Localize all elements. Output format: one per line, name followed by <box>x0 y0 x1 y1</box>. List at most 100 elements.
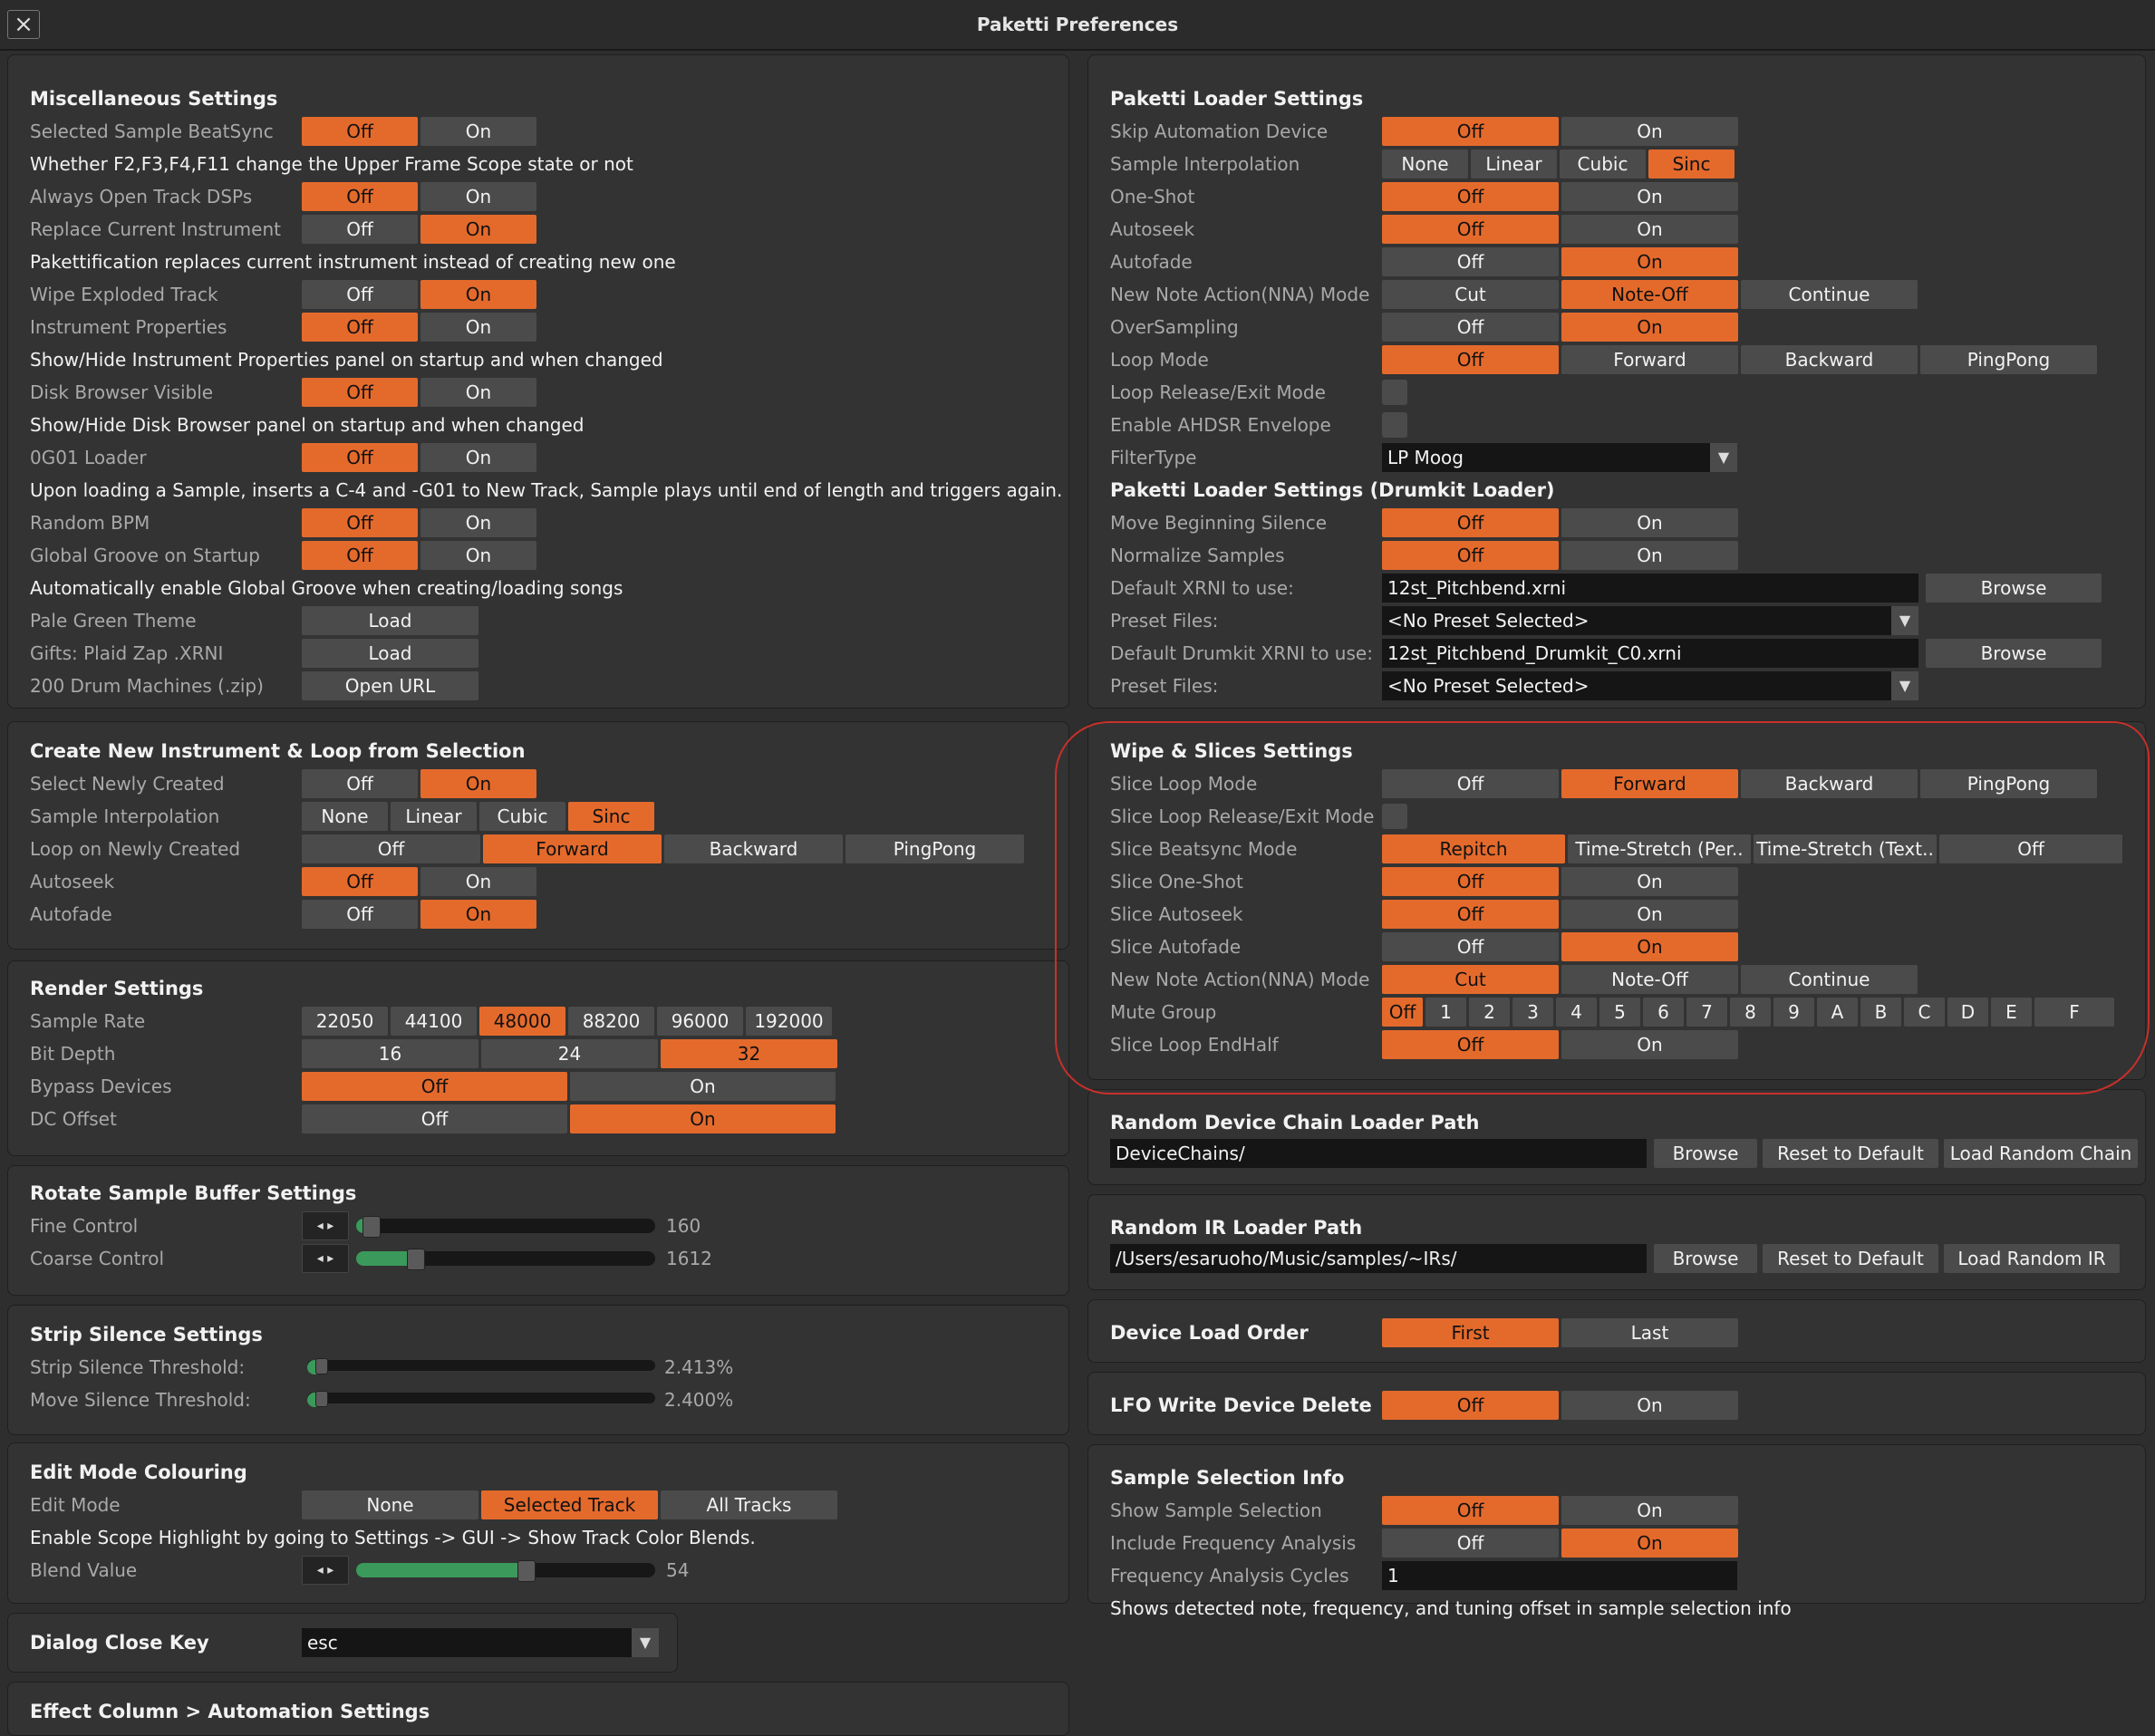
segment-option[interactable]: C <box>1904 998 1945 1027</box>
device-chain-path-field[interactable]: DeviceChains/ <box>1110 1139 1647 1168</box>
segment-option[interactable]: On <box>1561 508 1738 537</box>
segment-option[interactable]: On <box>1561 541 1738 570</box>
segment-option[interactable]: 5 <box>1599 998 1640 1027</box>
slider-knob[interactable] <box>362 1216 381 1238</box>
segment-option[interactable]: Off <box>1939 834 2122 863</box>
segment-option[interactable]: Off <box>1382 313 1559 342</box>
segment-option[interactable]: PingPong <box>1920 345 2097 374</box>
segment-option[interactable]: Off <box>302 1104 567 1133</box>
slider-knob[interactable] <box>407 1249 426 1270</box>
load-random-ir-button[interactable]: Load Random IR <box>1944 1244 2120 1273</box>
browse-button[interactable]: Browse <box>1926 574 2102 603</box>
segment-option[interactable]: D <box>1947 998 1988 1027</box>
filter-type-dropdown[interactable]: LP Moog▼ <box>1382 443 1737 472</box>
segment-option[interactable]: 9 <box>1773 998 1814 1027</box>
segment-option[interactable]: Off <box>302 117 418 146</box>
segment-option[interactable]: 22050 <box>302 1007 388 1036</box>
segment-option[interactable]: Off <box>302 769 418 798</box>
segment-option[interactable]: Note-Off <box>1561 965 1738 994</box>
segment-option[interactable]: On <box>1561 932 1738 961</box>
segment-option[interactable]: Repitch <box>1382 834 1565 863</box>
segment-option[interactable]: Off <box>1382 998 1423 1027</box>
segment-option[interactable]: Off <box>1382 932 1559 961</box>
coarse-control-slider[interactable] <box>356 1249 655 1270</box>
segment-option[interactable]: Sinc <box>1648 149 1735 178</box>
segment-option[interactable]: 6 <box>1643 998 1684 1027</box>
segment-option[interactable]: Off <box>1382 1030 1559 1059</box>
segment-option[interactable]: Backward <box>664 834 843 863</box>
segment-option[interactable]: 96000 <box>657 1007 743 1036</box>
segment-option[interactable]: 32 <box>661 1039 837 1068</box>
fine-control-slider[interactable] <box>356 1216 655 1238</box>
segment-option[interactable]: A <box>1817 998 1858 1027</box>
chevron-down-icon[interactable]: ▼ <box>632 1628 659 1657</box>
segment-option[interactable]: PingPong <box>1920 769 2097 798</box>
segment-option[interactable]: Off <box>302 280 418 309</box>
segment-option[interactable]: On <box>1561 1496 1738 1525</box>
segment-option[interactable]: 88200 <box>568 1007 654 1036</box>
chevron-down-icon[interactable]: ▼ <box>1891 606 1918 635</box>
browse-button[interactable]: Browse <box>1926 639 2102 668</box>
segment-option[interactable]: On <box>1561 117 1738 146</box>
segment-option[interactable]: Off <box>1382 1496 1559 1525</box>
segment-option[interactable]: Off <box>302 443 418 472</box>
chevron-down-icon[interactable]: ▼ <box>1710 443 1737 472</box>
move-threshold-slider[interactable] <box>307 1391 655 1407</box>
segment-option[interactable]: Backward <box>1741 769 1918 798</box>
segment-option[interactable]: On <box>420 541 536 570</box>
segment-option[interactable]: F <box>2034 998 2114 1027</box>
segment-option[interactable]: On <box>420 443 536 472</box>
browse-button[interactable]: Browse <box>1654 1139 1757 1168</box>
close-icon[interactable]: × <box>7 10 40 39</box>
segment-option[interactable]: On <box>420 182 536 211</box>
segment-option[interactable]: Off <box>1382 508 1559 537</box>
segment-option[interactable]: Off <box>1382 182 1559 211</box>
segment-option[interactable]: Off <box>302 900 418 929</box>
segment-option[interactable]: 1 <box>1425 998 1466 1027</box>
segment-option[interactable]: On <box>420 117 536 146</box>
segment-option[interactable]: None <box>302 1490 478 1519</box>
ir-path-field[interactable]: /Users/esaruoho/Music/samples/~IRs/ <box>1110 1244 1647 1273</box>
segment-option[interactable]: Time-Stretch (Text.. <box>1754 834 1937 863</box>
segment-option[interactable]: B <box>1860 998 1901 1027</box>
segment-option[interactable]: Off <box>1382 247 1559 276</box>
reset-default-button[interactable]: Reset to Default <box>1763 1244 1938 1273</box>
segment-option[interactable]: On <box>420 378 536 407</box>
segment-option[interactable]: On <box>1561 1030 1738 1059</box>
segment-option[interactable]: First <box>1382 1318 1559 1347</box>
segment-option[interactable]: On <box>420 280 536 309</box>
segment-option[interactable]: On <box>1561 215 1738 244</box>
segment-option[interactable]: Forward <box>1561 345 1738 374</box>
segment-option[interactable]: Off <box>1382 541 1559 570</box>
segment-option[interactable]: None <box>302 802 388 831</box>
segment-option[interactable]: 24 <box>481 1039 658 1068</box>
segment-option[interactable]: Note-Off <box>1561 280 1738 309</box>
segment-option[interactable]: On <box>420 900 536 929</box>
segment-option[interactable]: On <box>570 1104 836 1133</box>
open-url-button[interactable]: Open URL <box>302 671 478 700</box>
segment-option[interactable]: Off <box>302 215 418 244</box>
segment-option[interactable]: Forward <box>483 834 662 863</box>
segment-option[interactable]: On <box>1561 247 1738 276</box>
segment-option[interactable]: Off <box>1382 867 1559 896</box>
segment-option[interactable]: Cubic <box>1560 149 1646 178</box>
